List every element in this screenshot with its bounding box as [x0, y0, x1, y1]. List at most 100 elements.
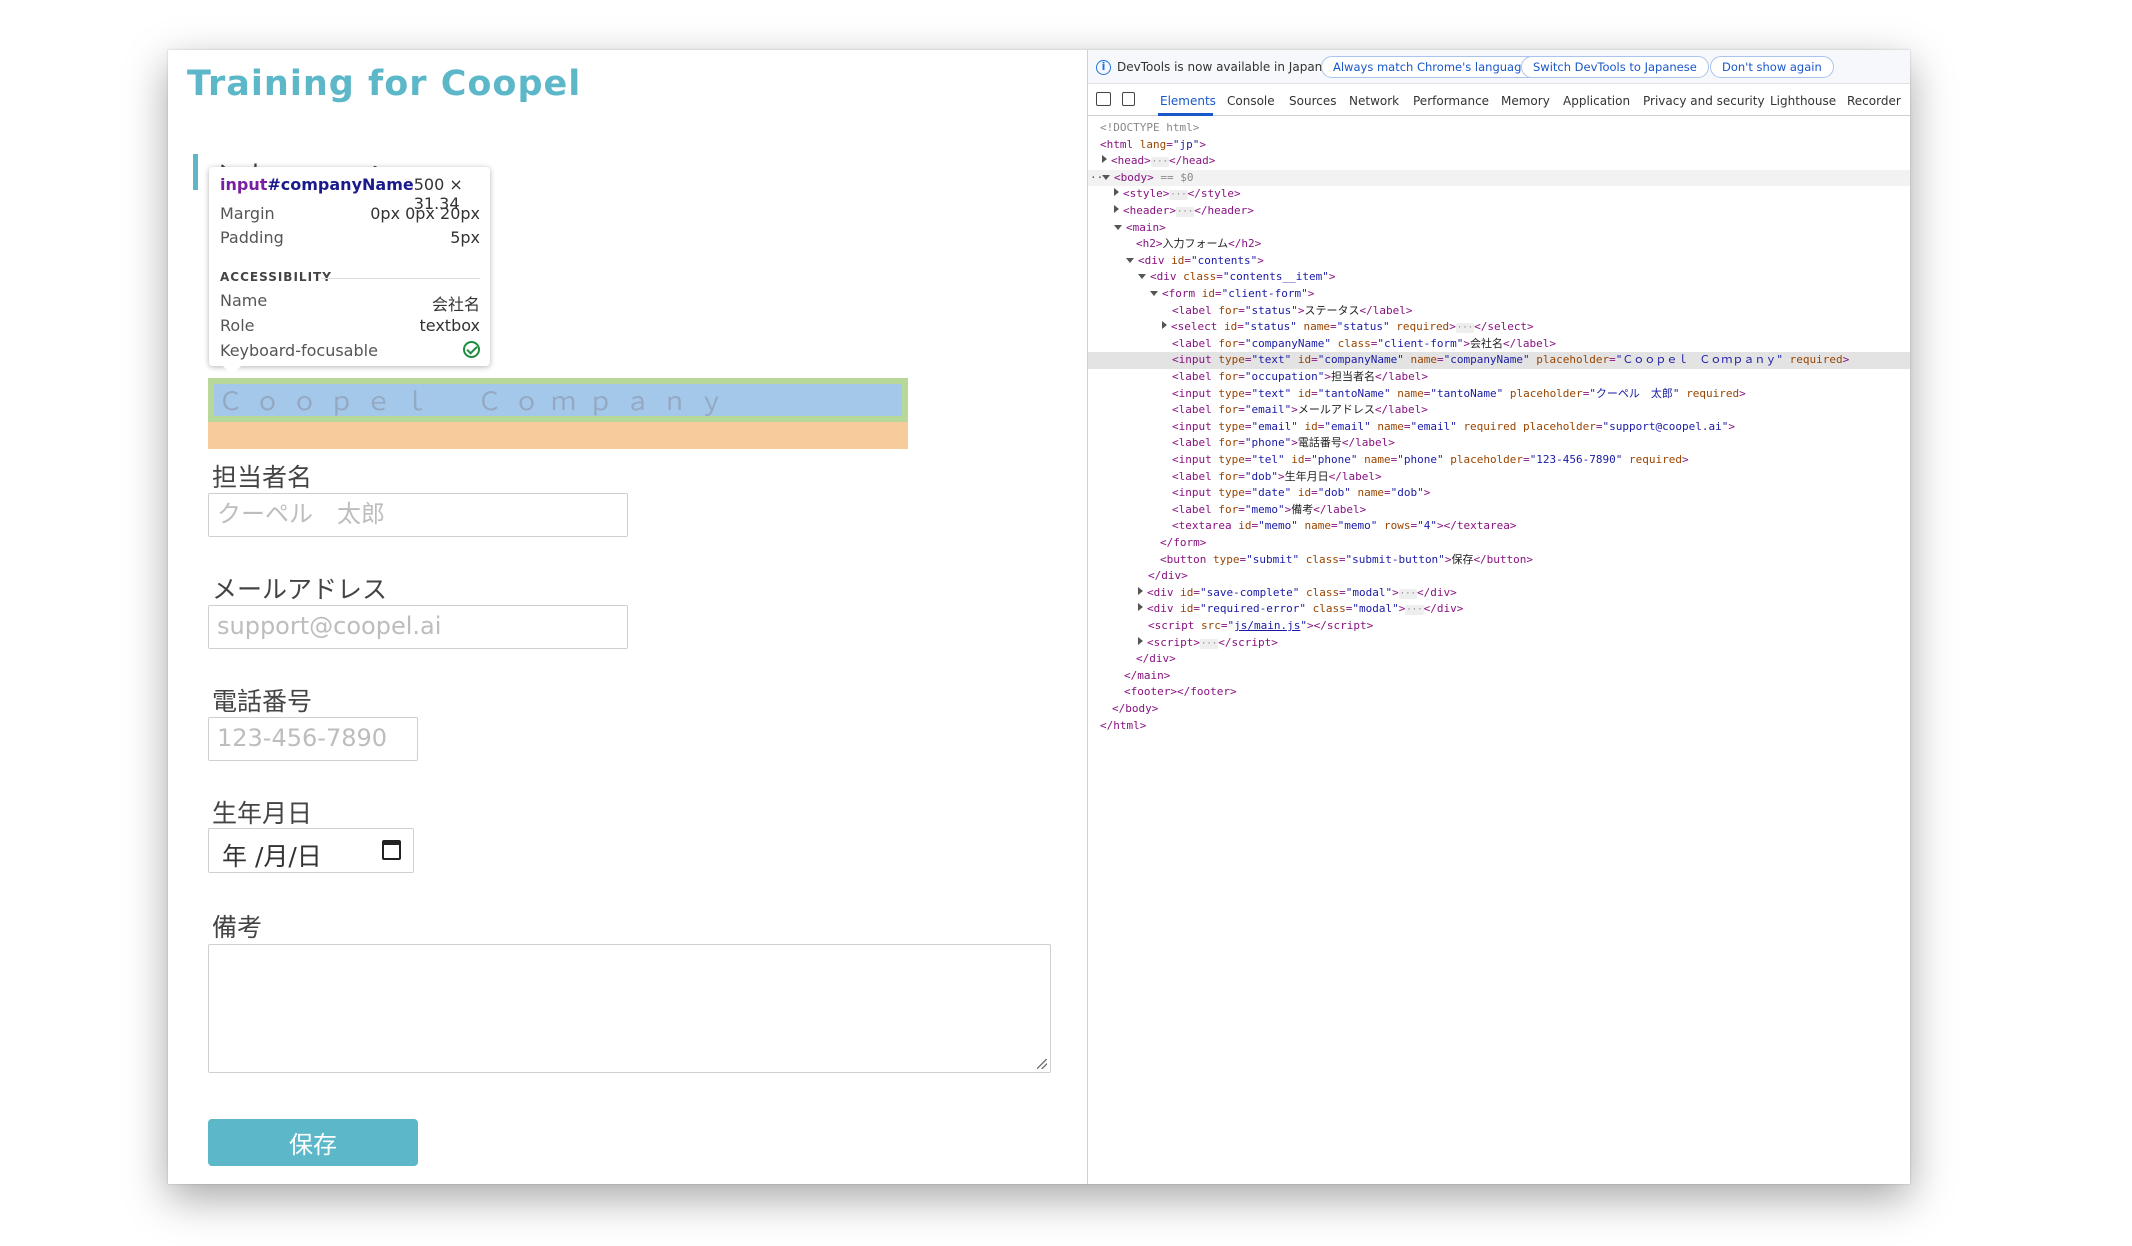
dom-node-line[interactable]: ··· <body> == $0: [1088, 169, 1910, 187]
tab-memory[interactable]: Memory: [1501, 94, 1550, 108]
dom-node-line[interactable]: <head>···</head>: [1088, 153, 1910, 170]
resize-handle-icon[interactable]: [1037, 1059, 1047, 1069]
inspect-element-icon[interactable]: [1096, 92, 1111, 106]
dom-node-line[interactable]: </div>: [1088, 568, 1910, 585]
expand-triangle-icon[interactable]: [1114, 224, 1122, 230]
dom-node-line[interactable]: <label for="phone">電話番号</label>: [1088, 435, 1910, 452]
tooltip-accessibility-heading: ACCESSIBILITY: [220, 270, 332, 284]
switch-to-japanese-button[interactable]: Switch DevTools to Japanese: [1521, 56, 1709, 78]
dom-node-content: <div id="save-complete" class="modal">··…: [1138, 585, 1457, 603]
tab-recorder[interactable]: Recorder: [1847, 94, 1901, 108]
tooltip-role-value: textbox: [419, 316, 481, 335]
devtools-panel: i DevTools is now available in Japanese!…: [1087, 50, 1910, 1184]
expand-triangle-icon[interactable]: [1138, 603, 1143, 612]
tab-network[interactable]: Network: [1349, 94, 1400, 108]
active-tab-indicator: [1158, 113, 1213, 116]
device-toolbar-icon[interactable]: [1122, 92, 1135, 106]
tab-console[interactable]: Console: [1227, 94, 1275, 108]
dom-node-line[interactable]: <header>···</header>: [1088, 203, 1910, 220]
expand-triangle-icon[interactable]: [1138, 636, 1143, 645]
dom-node-content: <label for="phone">電話番号</label>: [1172, 436, 1395, 450]
dom-node-line[interactable]: <html lang="jp">: [1088, 137, 1910, 154]
dom-node-content: <body> == $0: [1102, 170, 1193, 187]
tab-sources[interactable]: Sources: [1289, 94, 1337, 108]
expand-triangle-icon[interactable]: [1114, 188, 1119, 197]
save-button[interactable]: 保存: [208, 1119, 418, 1166]
dom-node-line[interactable]: <!DOCTYPE html>: [1088, 120, 1910, 137]
dom-node-line[interactable]: </main>: [1088, 668, 1910, 685]
tooltip-divider: [321, 278, 480, 279]
dom-node-line[interactable]: <input type="text" id="companyName" name…: [1088, 352, 1910, 369]
tab-performance[interactable]: Performance: [1413, 94, 1490, 108]
tanto-name-label: 担当者名: [212, 463, 313, 492]
phone-input[interactable]: 123-456-7890: [208, 717, 418, 761]
dom-node-line[interactable]: <div id="save-complete" class="modal">··…: [1088, 585, 1910, 602]
dom-node-line[interactable]: <label for="dob">生年月日</label>: [1088, 469, 1910, 486]
dom-node-line[interactable]: <input type="email" id="email" name="ema…: [1088, 419, 1910, 436]
dom-node-line[interactable]: <textarea id="memo" name="memo" rows="4"…: [1088, 518, 1910, 535]
dom-node-line[interactable]: <input type="text" id="tantoName" name="…: [1088, 386, 1910, 403]
dom-node-content: <input type="text" id="tantoName" name="…: [1172, 386, 1746, 400]
site-title: Training for Coopel: [187, 64, 582, 104]
dom-node-line[interactable]: <main>: [1088, 220, 1910, 237]
calendar-icon[interactable]: [382, 840, 401, 860]
dom-node-line[interactable]: <label for="status">ステータス</label>: [1088, 303, 1910, 320]
dom-node-content: <textarea id="memo" name="memo" rows="4"…: [1172, 519, 1517, 533]
tanto-name-input[interactable]: クーペル 太郎: [208, 493, 628, 537]
always-match-language-button[interactable]: Always match Chrome's language: [1321, 56, 1541, 78]
dom-node-content: <label for="memo">備考</label>: [1172, 502, 1367, 516]
tab-privacy-security[interactable]: Privacy and security: [1643, 94, 1765, 108]
dom-node-line[interactable]: </div>: [1088, 651, 1910, 668]
dom-node-content: <input type="tel" id="phone" name="phone…: [1172, 453, 1689, 466]
dom-node-line[interactable]: <label for="memo">備考</label>: [1088, 502, 1910, 519]
expand-triangle-icon[interactable]: [1138, 274, 1146, 280]
dom-node-line[interactable]: <div id="required-error" class="modal">·…: [1088, 601, 1910, 618]
dom-node-line[interactable]: <style>···</style>: [1088, 186, 1910, 203]
dom-node-line[interactable]: <label for="email">メールアドレス</label>: [1088, 402, 1910, 419]
dom-node-content: <head>···</head>: [1102, 153, 1215, 171]
company-name-input[interactable]: [214, 384, 902, 416]
dom-node-line[interactable]: <button type="submit" class="submit-butt…: [1088, 552, 1910, 569]
dom-node-line[interactable]: <input type="tel" id="phone" name="phone…: [1088, 452, 1910, 469]
dom-node-content: <label for="companyName" class="client-f…: [1172, 336, 1557, 350]
expand-triangle-icon[interactable]: [1102, 174, 1110, 180]
expand-triangle-icon[interactable]: [1114, 205, 1119, 213]
dom-node-menu-icon[interactable]: ···: [1090, 170, 1110, 184]
expand-triangle-icon[interactable]: [1138, 586, 1143, 595]
dom-node-line[interactable]: <script src="js/main.js"></script>: [1088, 618, 1910, 635]
tab-lighthouse[interactable]: Lighthouse: [1770, 94, 1837, 108]
email-input[interactable]: support@coopel.ai: [208, 605, 628, 649]
dom-node-content: <div class="contents__item">: [1138, 269, 1335, 286]
dom-node-line[interactable]: <label for="companyName" class="client-f…: [1088, 336, 1910, 353]
dom-node-line[interactable]: <div class="contents__item">: [1088, 269, 1910, 286]
expand-triangle-icon[interactable]: [1102, 155, 1107, 164]
dom-node-line[interactable]: <h2>入力フォーム</h2>: [1088, 236, 1910, 253]
expand-triangle-icon[interactable]: [1162, 321, 1167, 330]
dom-node-line[interactable]: <form id="client-form">: [1088, 286, 1910, 303]
dom-node-content: <script>···</script>: [1138, 635, 1278, 653]
tooltip-tag: input: [220, 175, 268, 194]
dom-node-line[interactable]: <input type="date" id="dob" name="dob">: [1088, 485, 1910, 502]
inspect-tooltip: input#companyName 500 × 31.34 Margin 0px…: [209, 167, 490, 375]
dom-node-line[interactable]: <label for="occupation">担当者名</label>: [1088, 369, 1910, 386]
dom-node-line[interactable]: <script>···</script>: [1088, 635, 1910, 652]
dom-node-line[interactable]: <div id="contents">: [1088, 253, 1910, 270]
dom-node-line[interactable]: </html>: [1088, 718, 1910, 735]
dom-node-content: <form id="client-form">: [1150, 286, 1314, 303]
heading-accent-bar: [193, 154, 198, 190]
tooltip-role-label: Role: [220, 316, 255, 335]
tab-elements[interactable]: Elements: [1160, 94, 1216, 108]
dom-node-line[interactable]: </body>: [1088, 701, 1910, 718]
dom-node-line[interactable]: </form>: [1088, 535, 1910, 552]
dob-input[interactable]: 年 /月/日: [208, 828, 414, 873]
dom-node-line[interactable]: <footer></footer>: [1088, 684, 1910, 701]
memo-textarea[interactable]: [208, 944, 1051, 1073]
expand-triangle-icon[interactable]: [1150, 291, 1158, 296]
dom-node-content: <select id="status" name="status" requir…: [1162, 319, 1534, 337]
dom-node-content: <!DOCTYPE html>: [1100, 121, 1200, 134]
dont-show-again-button[interactable]: Don't show again: [1710, 56, 1834, 78]
tab-application[interactable]: Application: [1563, 94, 1631, 108]
expand-triangle-icon[interactable]: [1126, 257, 1134, 263]
dom-node-content: </form>: [1160, 536, 1207, 549]
dom-node-line[interactable]: <select id="status" name="status" requir…: [1088, 319, 1910, 336]
